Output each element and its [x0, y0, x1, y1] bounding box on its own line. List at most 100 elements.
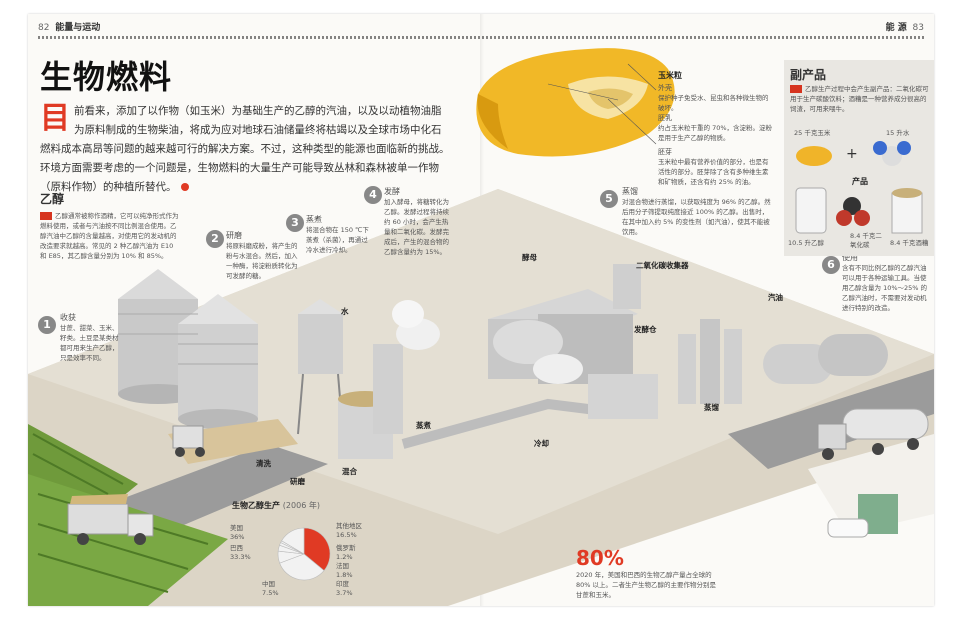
- corn-annotation: 玉米粒 外壳 保护种子免受水、昆虫和各种微生物的破坏。 胚乳 约占玉米粒干重的 …: [658, 70, 774, 187]
- label-distill: 蒸馏: [704, 403, 719, 412]
- pie-label-russia: 俄罗斯 1.2%: [336, 544, 356, 561]
- corn-kernel-illustration: [476, 48, 675, 157]
- ethanol-text: 乙醇通常被称作酒精，它可以纯净形式作为燃料使用，或者与汽油按不同比例混合使用。乙…: [40, 212, 179, 260]
- step-6: 使用 含有不同比例乙醇的乙醇汽油可以用于各种运输工具。当使用乙醇含量为 10%～…: [842, 252, 930, 313]
- output-ethanol-label: 10.5 升乙醇: [788, 239, 825, 247]
- factory-illustration: [28, 48, 934, 606]
- pie-year: (2006 年): [282, 501, 320, 510]
- step-4-text: 加入酵母，将糖转化为乙醇。发酵过程将持续约 60 小时，会产生热量和二氧化碳。发…: [384, 198, 449, 256]
- pie-label-india: 印度 3.7%: [336, 580, 353, 597]
- products-title: 产品: [852, 177, 868, 186]
- label-gasoline: 汽油: [768, 293, 783, 302]
- step-3: 蒸煮 将混合物在 150 ℃下蒸煮（杀菌），再通过冷水进行冷却。: [306, 214, 372, 255]
- pie-chart: [277, 527, 331, 581]
- label-ferment-tank: 发酵仓: [634, 325, 657, 334]
- dump-truck: [67, 494, 154, 545]
- step-3-title: 蒸煮: [306, 215, 322, 224]
- ethanol-title: 乙醇: [40, 192, 65, 206]
- pie-slice-0: [303, 527, 331, 571]
- pie-slice-6: [281, 527, 305, 555]
- ethanol-section: 乙醇 乙醇通常被称作酒精，它可以纯净形式作为燃料使用，或者与汽油按不同比例混合使…: [40, 190, 180, 261]
- byproducts-box: 副产品 乙醇生产过程中会产生副产品：二氧化碳可用于生产碳酸饮料；酒糟是一种营养成…: [784, 60, 934, 256]
- stat-text: 2020 年，美国和巴西的生物乙醇产量占全球的 80% 以上。二者生产生物乙醇的…: [576, 571, 717, 599]
- step-6-number: 6: [822, 256, 840, 274]
- byproducts-diagram: [795, 141, 923, 234]
- page-header-right: 能 源 83: [885, 23, 924, 33]
- byproducts-title: 副产品: [790, 68, 827, 82]
- corn-title: 玉米粒: [658, 71, 682, 80]
- pie-label-china: 中国 7.5%: [262, 580, 279, 597]
- gas-station: [827, 494, 898, 538]
- ethanol-jug-icon: [795, 187, 827, 234]
- corn-part-2-name: 胚乳: [658, 114, 672, 122]
- corn-pile-icon: [796, 146, 832, 166]
- stat-value: 80%: [576, 546, 624, 570]
- label-cook: 蒸煮: [416, 421, 431, 430]
- book-spread: 82 能量与运动 能 源 83: [28, 14, 934, 606]
- co2-molecule-icon: [836, 197, 870, 226]
- corn-part-2-text: 约占玉米粒干重的 70%，含淀粉。淀粉是用于生产乙醇的物质。: [658, 124, 773, 142]
- step-3-text: 将混合物在 150 ℃下蒸煮（杀菌），再通过冷水进行冷却。: [306, 226, 369, 254]
- step-5-title: 蒸馏: [622, 187, 638, 196]
- intro-text: 前看来，添加了以作物（如玉米）为基础生产的乙醇的汽油，以及以动植物油脂为原料制成…: [40, 105, 450, 193]
- step-1-title: 收获: [60, 313, 76, 322]
- plus-icon: +: [846, 146, 858, 162]
- distillation-columns: [678, 319, 742, 404]
- label-mix: 混合: [342, 467, 357, 476]
- page-title: 生物燃料: [40, 58, 173, 96]
- byproducts-text: 乙醇生产过程中会产生副产品：二氧化碳可用于生产碳酸饮料；酒糟是一种营养成分很高的…: [790, 85, 929, 113]
- corn-part-3-text: 玉米粒中最有营养价值的部分，也是有活性的部分。胚芽除了含有多种维生素和矿物质，还…: [658, 158, 769, 186]
- step-4-title: 发酵: [384, 187, 400, 196]
- step-5-text: 对混合物进行蒸馏，以获取纯度为 96% 的乙醇。然后用分子筛提取纯度接近 100…: [622, 198, 771, 236]
- cooker: [373, 344, 403, 434]
- label-cool: 冷却: [534, 439, 549, 448]
- end-mark-icon: [180, 183, 189, 191]
- gasoline-tanks: [763, 334, 888, 384]
- tanker-truck: [817, 408, 929, 460]
- fermentation-plant: [488, 264, 658, 419]
- water-molecule-icon: [873, 141, 911, 166]
- step-2-title: 研磨: [226, 231, 242, 240]
- corn-part-1-text: 保护种子免受水、昆虫和各种微生物的破坏。: [658, 94, 769, 112]
- step-4-number: 4: [364, 186, 382, 204]
- label-yeast: 酵母: [522, 253, 537, 262]
- step-4: 发酵 加入酵母，将糖转化为乙醇。发酵过程将持续约 60 小时，会产生热量和二氧化…: [384, 186, 454, 257]
- corn-part-3-name: 胚芽: [658, 148, 672, 156]
- corn-part-1-name: 外壳: [658, 84, 672, 92]
- step-6-title: 使用: [842, 253, 858, 262]
- step-5: 蒸馏 对混合物进行蒸馏，以获取纯度为 96% 的乙醇。然后用分子筛提取纯度接近 …: [622, 186, 772, 237]
- step-1-text: 甘蔗、甜菜、玉米、籽类。土豆是某类材都可用来生产乙醇，只是效率不同。: [60, 324, 119, 362]
- loader-truck: [172, 425, 205, 457]
- pie-label-other: 其他地区 16.5%: [336, 522, 362, 539]
- output-dregs-label: 8.4 千克酒糟: [890, 239, 929, 247]
- step-2: 研磨 将原料磨成粉，将产生的粉与水混合。然后，加入一种酶，将淀粉质转化为可发酵的…: [226, 230, 298, 281]
- step-5-number: 5: [600, 190, 618, 208]
- step-6-text: 含有不同比例乙醇的乙醇汽油可以用于各种运输工具。当使用乙醇含量为 10%～25%…: [842, 264, 928, 312]
- label-clean: 清洗: [256, 459, 271, 468]
- intro-paragraph: 目前看来，添加了以作物（如玉米）为基础生产的乙醇的汽油，以及以动植物油脂为原料制…: [40, 102, 450, 197]
- pie-label-us: 美国 36%: [230, 524, 245, 541]
- page-header-left: 82 能量与运动: [38, 23, 101, 33]
- step-1: 收获 甘蔗、甜菜、玉米、籽类。土豆是某类材都可用来生产乙醇，只是效率不同。: [60, 312, 122, 363]
- input-water-label: 15 升水: [886, 129, 910, 137]
- input-corn-label: 25 千克玉米: [794, 129, 831, 137]
- flag-icon: [40, 212, 52, 220]
- step-1-number: 1: [38, 316, 56, 334]
- pie-label-france: 法国 1.8%: [336, 562, 353, 579]
- header-rule: [38, 36, 924, 39]
- label-water: 水: [341, 307, 349, 316]
- step-2-number: 2: [206, 230, 224, 248]
- grain-silos: [118, 269, 258, 429]
- pie-chart-panel: 生物乙醇生产 (2006 年) 美国 36% 巴西 33.3% 中国 7.5% …: [230, 500, 382, 600]
- pie-title: 生物乙醇生产: [232, 501, 280, 510]
- label-grind: 研磨: [290, 477, 305, 486]
- label-co2-collector: 二氧化碳收集器: [636, 261, 689, 270]
- step-2-text: 将原料磨成粉，将产生的粉与水混合。然后，加入一种酶，将淀粉质转化为可发酵的糖。: [226, 242, 298, 280]
- dregs-bin-icon: [891, 188, 923, 234]
- drop-cap: 目: [40, 101, 70, 136]
- step-3-number: 3: [286, 214, 304, 232]
- flag-icon: [790, 85, 802, 93]
- pie-label-brazil: 巴西 33.3%: [230, 544, 251, 561]
- output-co2-label: 8.4 千克二氧化碳: [850, 232, 882, 249]
- pie-slice-1: [279, 553, 325, 581]
